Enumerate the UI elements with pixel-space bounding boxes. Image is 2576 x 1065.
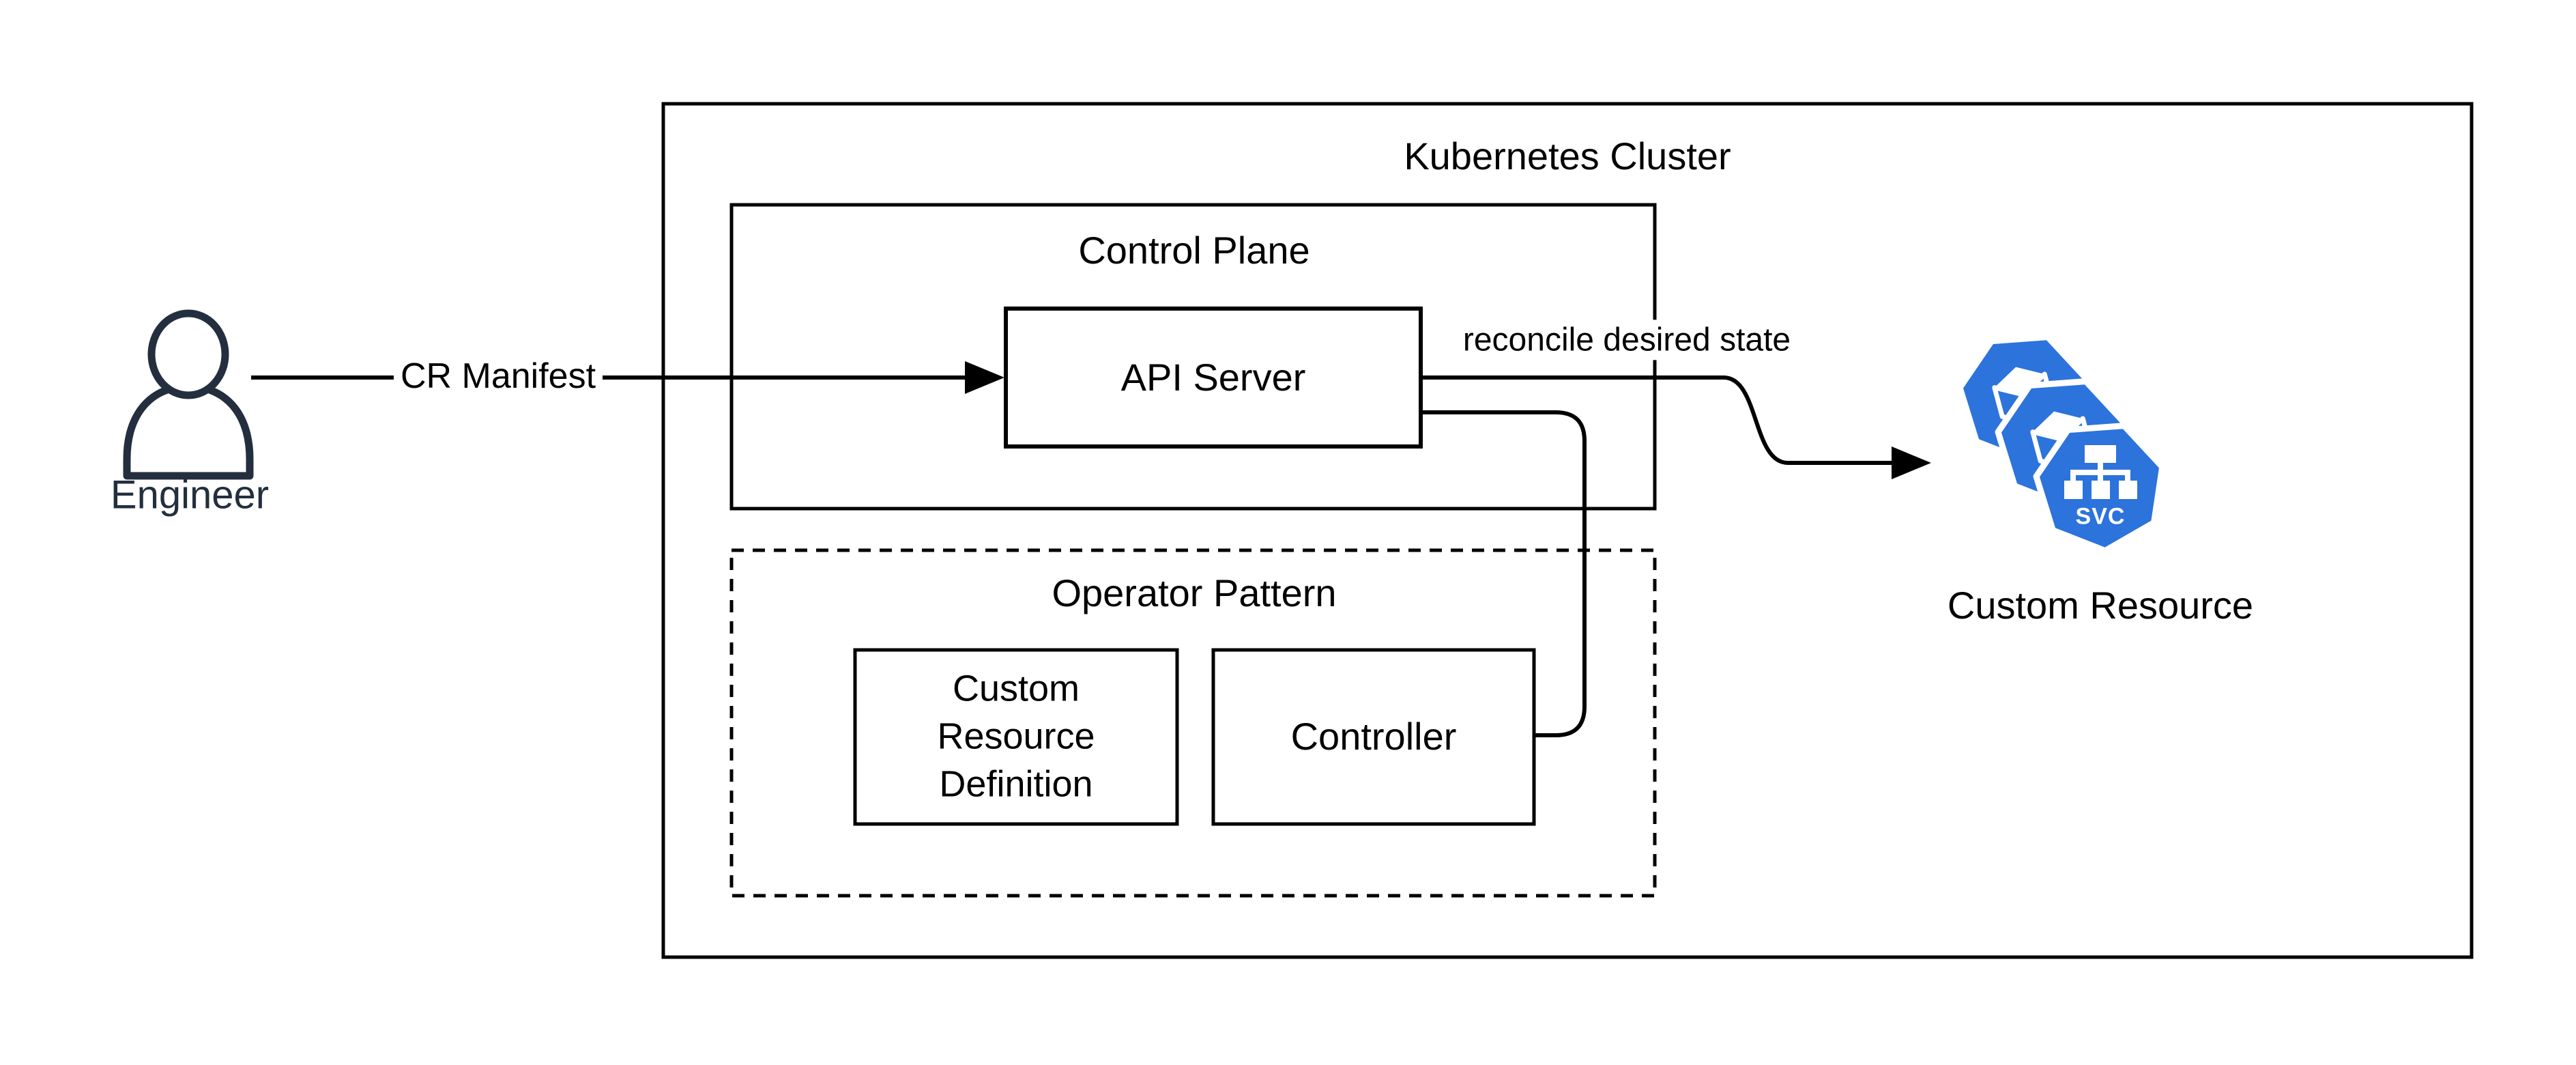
reconcile-arrowhead (1892, 446, 1931, 479)
crd-label: Custom Resource Definition (937, 668, 1095, 806)
controller-label: Controller (1290, 714, 1457, 758)
custom-resource-icon (1956, 334, 2166, 554)
kubernetes-cluster-title: Kubernetes Cluster (1404, 134, 1731, 178)
service-tree-icon (2064, 445, 2137, 499)
api-to-controller-connector (1421, 410, 1587, 737)
custom-resource-label: Custom Resource (1947, 583, 2254, 627)
engineer-body (123, 382, 254, 480)
reconcile-edge-label: reconcile desired state (1456, 320, 1798, 360)
api-server-box (1004, 307, 1423, 449)
engineer-label: Engineer (110, 472, 270, 517)
crd-box (853, 648, 1179, 826)
k8s-service-hexagon-front (2033, 423, 2166, 554)
reconcile-arrow-line (1421, 375, 1896, 465)
svc-badge: SVC (2075, 503, 2126, 530)
engineer-head (147, 309, 229, 399)
engineer-icon (123, 309, 254, 480)
controller-box (1211, 648, 1536, 826)
api-server-label: API Server (1120, 355, 1306, 399)
control-plane-title: Control Plane (1078, 228, 1310, 272)
kubernetes-cluster-box (661, 102, 2474, 959)
cr-manifest-arrowhead (965, 361, 1004, 394)
cr-manifest-edge-label: CR Manifest (393, 355, 603, 399)
operator-pattern-title: Operator Pattern (1052, 571, 1337, 614)
